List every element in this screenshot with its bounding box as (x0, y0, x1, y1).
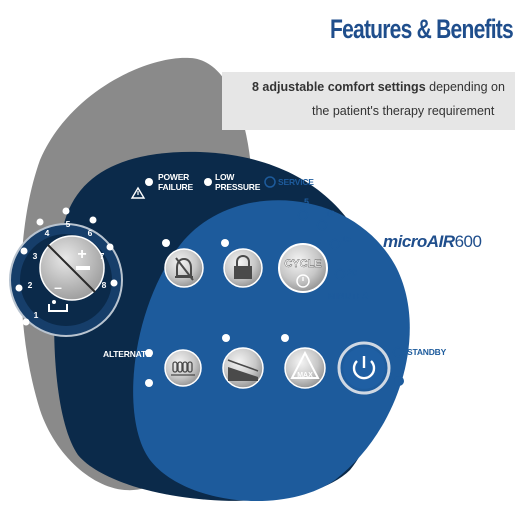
dial-number-1: 1 (34, 310, 39, 320)
standby-label: STANDBY (407, 347, 447, 357)
cycle-option-15: 15 (341, 234, 351, 244)
lock-button[interactable] (221, 239, 263, 288)
low-pressure-led (204, 178, 212, 186)
dial-number-2: 2 (28, 280, 33, 290)
alarm-mute-button[interactable] (162, 239, 204, 288)
comfort-body-icon (48, 304, 68, 312)
power-failure-label-line1: POWER (158, 172, 190, 182)
lock-icon (234, 254, 252, 279)
dial-number-3: 3 (33, 251, 38, 261)
cycle-option-5: 5 (304, 197, 309, 207)
wedge-mode-button[interactable] (222, 334, 264, 389)
info-bold-text: 8 adjustable comfort settings (252, 80, 426, 94)
comfort-plus-sign: + (77, 246, 86, 263)
dial-number-8: 8 (102, 280, 107, 290)
brand-model: 600 (454, 232, 482, 251)
comfort-minus-sign: – (54, 279, 62, 295)
dial-number-5: 5 (66, 219, 71, 229)
info-rest-text: depending on (425, 80, 505, 94)
minutes-label: MINUTES (328, 291, 369, 301)
standby-led (392, 346, 404, 358)
alternate-label: ALTERNATE (103, 349, 152, 359)
info-line-2: the patient's therapy requirement (312, 104, 495, 118)
low-pressure-label-line1: LOW (215, 172, 235, 182)
timer-icon (296, 274, 310, 288)
dial-number-6: 6 (88, 228, 93, 238)
alternate-led-bottom (145, 379, 153, 387)
info-banner (222, 72, 515, 130)
warning-triangle-icon (130, 186, 146, 199)
cycle-button[interactable]: CYCLE (278, 243, 328, 293)
cycle-option-20: 20 (347, 268, 357, 278)
alternate-led-top (145, 349, 153, 357)
power-failure-label: POWER FAILURE (158, 172, 193, 192)
low-pressure-label-line2: PRESSURE (215, 182, 261, 192)
power-failure-led (145, 178, 153, 186)
cycle-option-leds (297, 209, 346, 280)
alternate-button[interactable] (164, 349, 202, 387)
dial-number-7: 7 (100, 251, 105, 261)
comfort-dial-leds (15, 207, 118, 326)
comfort-dial-numbers: 1 2 3 4 5 6 7 8 (28, 219, 107, 320)
wedge-mode-icon (228, 367, 258, 381)
max-inflate-button[interactable]: MAX (281, 334, 326, 389)
brand-name: microAIR (383, 232, 455, 251)
service-label: SERVICE (278, 177, 314, 187)
comfort-dial[interactable]: + – 1 2 3 4 5 6 7 8 (9, 207, 123, 337)
brand-logo: microAIR600 (383, 232, 482, 252)
power-icon (352, 356, 376, 380)
max-inflate-icon (290, 350, 320, 379)
mattress-cells-icon (171, 361, 195, 376)
cycle-option-numbers: 5 10 15 20 (304, 197, 357, 278)
info-line-1: 8 adjustable comfort settings depending … (252, 80, 505, 94)
power-failure-label-line2: FAILURE (158, 182, 193, 192)
page-title: Features & Benefits (330, 14, 514, 44)
low-pressure-label: LOW PRESSURE (215, 172, 260, 192)
cycle-label: CYCLE (284, 258, 321, 270)
cycle-option-10: 10 (325, 209, 335, 219)
standby-button[interactable] (337, 341, 391, 395)
bell-mute-icon (175, 257, 194, 281)
max-label: MAX (297, 372, 313, 379)
power-failure-indicator (130, 178, 153, 199)
service-led (264, 176, 276, 188)
standby-status-dot (394, 376, 404, 386)
dial-number-4: 4 (45, 228, 50, 238)
